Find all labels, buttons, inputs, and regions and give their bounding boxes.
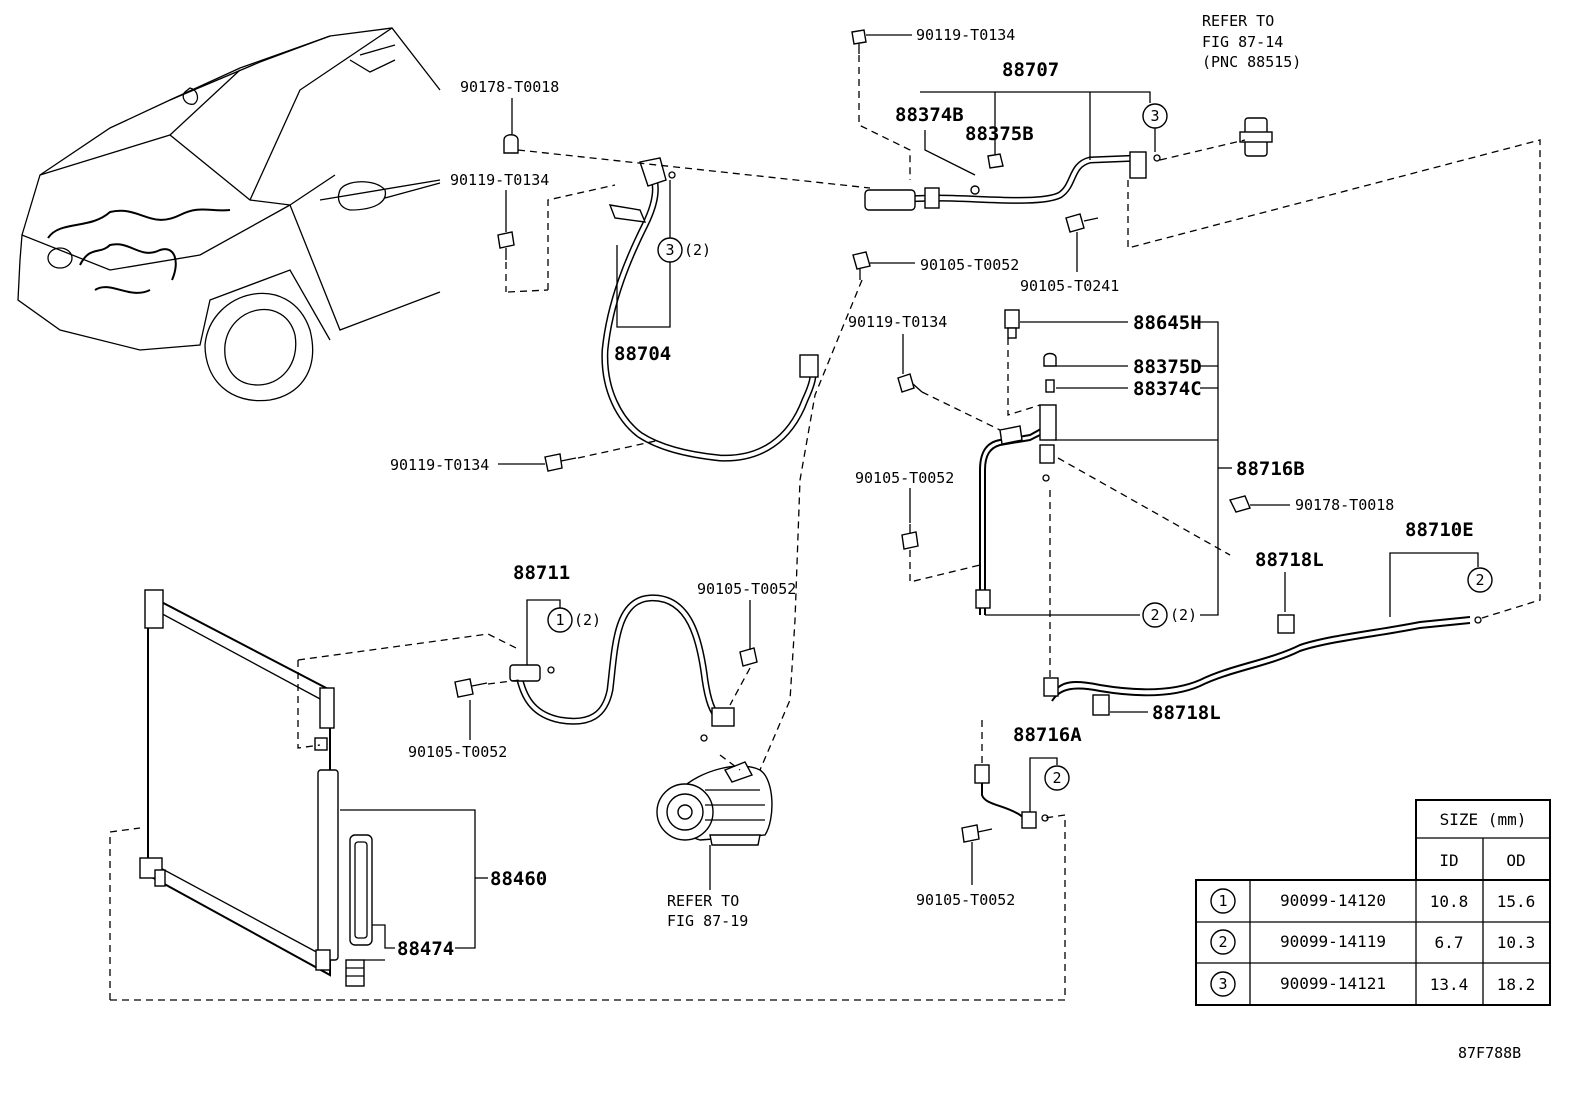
svg-text:90099-14120: 90099-14120 xyxy=(1280,891,1386,910)
bolt-icons xyxy=(454,29,1099,843)
label-88716B: 88716B xyxy=(1236,458,1305,480)
svg-text:10.8: 10.8 xyxy=(1430,892,1469,911)
label-90105-T0052-bottom: 90105-T0052 xyxy=(916,891,1015,909)
svg-text:10.3: 10.3 xyxy=(1497,933,1536,952)
svg-text:13.4: 13.4 xyxy=(1430,975,1469,994)
marker-2-bottom: 2 xyxy=(1044,765,1070,791)
svg-text:2: 2 xyxy=(1150,606,1159,624)
marker-1: 1 xyxy=(547,607,573,633)
svg-text:90099-14119: 90099-14119 xyxy=(1280,932,1386,951)
svg-text:1: 1 xyxy=(555,611,564,629)
bolt-icon xyxy=(454,678,488,698)
label-90119-T0134-top: 90119-T0134 xyxy=(916,26,1015,44)
label-88704: 88704 xyxy=(614,343,671,365)
size-table-col-id: ID xyxy=(1439,851,1458,870)
label-90105-T0052-upper: 90105-T0052 xyxy=(920,256,1019,274)
label-88716A: 88716A xyxy=(1013,724,1082,746)
liquid-tube-88716A xyxy=(974,764,1049,829)
label-90105-T0052-bottom-left: 90105-T0052 xyxy=(408,743,507,761)
bolt-icon xyxy=(961,824,993,843)
size-table-header: SIZE (mm) xyxy=(1440,810,1527,829)
svg-text:3: 3 xyxy=(1150,107,1159,125)
label-88711: 88711 xyxy=(513,562,570,584)
pipe-88707 xyxy=(864,151,1161,211)
marker-3-top: 3 xyxy=(1142,103,1168,129)
label-90178-T0018-left: 90178-T0018 xyxy=(460,78,559,96)
marker-2-right: 2 xyxy=(1467,567,1493,593)
label-88707: 88707 xyxy=(1002,59,1059,81)
svg-text:90099-14121: 90099-14121 xyxy=(1280,974,1386,993)
label-88460: 88460 xyxy=(490,868,547,890)
label-88375D: 88375D xyxy=(1133,356,1202,378)
cap-88375D xyxy=(1043,352,1057,367)
dashed-reference-lines xyxy=(109,55,1541,1001)
label-88645H: 88645H xyxy=(1133,312,1202,334)
svg-text:1: 1 xyxy=(1218,892,1227,910)
label-90178-T0018-right: 90178-T0018 xyxy=(1295,496,1394,514)
label-90105-T0052-comp: 90105-T0052 xyxy=(697,580,796,598)
bolt-icon xyxy=(851,29,867,54)
label-refer-top-2: FIG 87-14 xyxy=(1202,33,1283,51)
size-table-row: 2 90099-14119 6.7 10.3 xyxy=(1210,929,1536,955)
label-marker2-qty: (2) xyxy=(1170,606,1197,624)
clamp-88718L-upper xyxy=(1277,614,1295,634)
label-90119-T0134-right: 90119-T0134 xyxy=(390,456,489,474)
bolt-icon xyxy=(1065,213,1099,233)
label-90119-T0134-mid: 90119-T0134 xyxy=(848,313,947,331)
expansion-valve-icon xyxy=(1239,117,1273,157)
bolt-icon xyxy=(503,134,519,154)
svg-text:3: 3 xyxy=(665,241,674,259)
vehicle-illustration xyxy=(17,27,441,402)
bolt-icon xyxy=(544,453,577,472)
figure-id: 87F788B xyxy=(1458,1044,1521,1062)
part-labels: 90119-T0134 88707 REFER TO FIG 87-14 (PN… xyxy=(390,12,1521,1062)
label-marker3-qty: (2) xyxy=(684,241,711,259)
desiccant-88474 xyxy=(345,834,373,987)
bolt-icon xyxy=(739,640,758,667)
label-refer-top-1: REFER TO xyxy=(1202,12,1274,30)
label-88375B: 88375B xyxy=(965,123,1034,145)
label-refer-comp-1: REFER TO xyxy=(667,892,739,910)
valve-core-88374C xyxy=(1045,379,1055,393)
bolt-icon xyxy=(852,251,871,280)
label-90119-T0134-left: 90119-T0134 xyxy=(450,171,549,189)
marker-2-mid: 2 xyxy=(1142,602,1168,628)
label-refer-comp-2: FIG 87-19 xyxy=(667,912,748,930)
svg-text:6.7: 6.7 xyxy=(1435,933,1464,952)
label-refer-top-3: (PNC 88515) xyxy=(1202,53,1301,71)
svg-text:2: 2 xyxy=(1475,571,1484,589)
svg-text:18.2: 18.2 xyxy=(1497,975,1536,994)
svg-text:2: 2 xyxy=(1218,933,1227,951)
clamp-88718L-lower xyxy=(1092,694,1110,716)
bolt-icon xyxy=(901,524,919,550)
label-88374B: 88374B xyxy=(895,104,964,126)
bolt-icon xyxy=(497,231,515,260)
label-88474: 88474 xyxy=(397,938,454,960)
label-90105-T0241: 90105-T0241 xyxy=(1020,277,1119,295)
discharge-hose-88711 xyxy=(509,594,735,742)
bolt-icon xyxy=(897,373,923,393)
suction-hose-88704 xyxy=(601,157,819,462)
svg-text:2: 2 xyxy=(1052,769,1061,787)
size-table-row: 1 90099-14120 10.8 15.6 xyxy=(1210,888,1536,914)
liquid-tube-88716B xyxy=(975,404,1057,615)
condenser-88460 xyxy=(139,589,339,977)
pressure-switch-88645H xyxy=(1004,309,1020,339)
label-88718L-lower: 88718L xyxy=(1152,702,1221,724)
liquid-tube-88710E xyxy=(1043,616,1482,702)
label-90105-T0052-mid: 90105-T0052 xyxy=(855,469,954,487)
svg-text:15.6: 15.6 xyxy=(1497,892,1536,911)
size-table: SIZE (mm) ID OD 1 90099-14120 10.8 15.6 … xyxy=(1195,799,1551,1006)
marker-3-left: 3 xyxy=(657,237,683,263)
svg-text:3: 3 xyxy=(1218,975,1227,993)
label-marker1-qty: (2) xyxy=(574,611,601,629)
clip-90178-right xyxy=(1228,495,1251,513)
size-table-row: 3 90099-14121 13.4 18.2 xyxy=(1210,971,1536,997)
compressor-icon xyxy=(656,761,773,846)
label-88374C: 88374C xyxy=(1133,378,1202,400)
size-table-col-od: OD xyxy=(1506,851,1525,870)
label-88710E: 88710E xyxy=(1405,519,1474,541)
label-88718L-upper: 88718L xyxy=(1255,549,1324,571)
